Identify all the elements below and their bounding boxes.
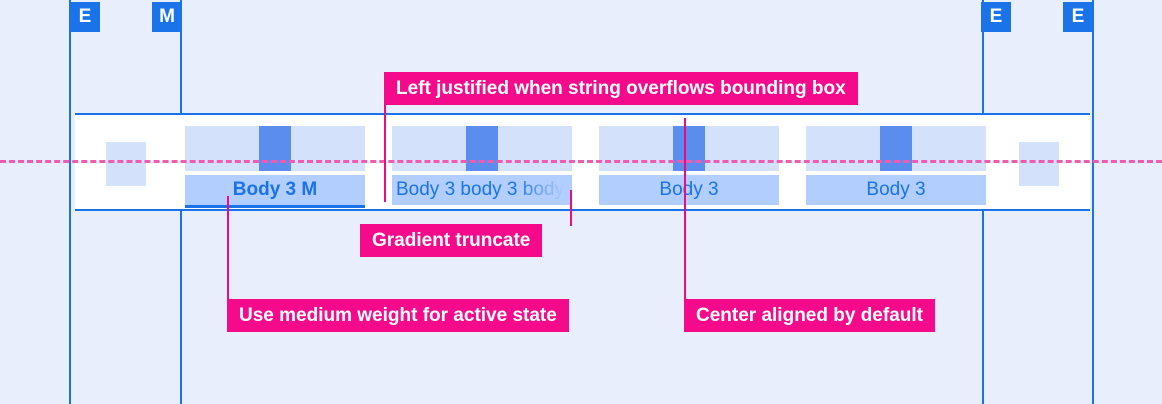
annotation-left-justified: Left justified when string overflows bou…	[384, 72, 858, 105]
annotation-gradient-truncate: Gradient truncate	[360, 224, 543, 257]
badge-margin-left: M	[152, 2, 182, 32]
badge-edge-right-outer: E	[1063, 2, 1093, 32]
tab-icon-placeholder-icon	[673, 126, 705, 171]
tab-item-1[interactable]: Body 3 M	[185, 126, 365, 208]
tab-label-area: Body 3 body 3 body 3	[392, 175, 572, 205]
leader-left-justified	[384, 100, 386, 202]
leader-gradient-truncate	[570, 190, 572, 226]
tab-icon-placeholder-icon	[880, 126, 912, 171]
tab-icon-placeholder-icon	[259, 126, 291, 171]
tab-label: Body 3 body 3 body 3	[396, 179, 572, 200]
tab-item-4[interactable]: Body 3	[806, 126, 986, 205]
tab-label-area: Body 3	[806, 175, 986, 205]
tab-list: Body 3 M Body 3 body 3 body 3 Body 3	[185, 126, 986, 208]
tab-icon-area	[599, 126, 779, 171]
tab-label: Body 3	[866, 179, 926, 200]
tab-icon-area	[185, 126, 365, 171]
right-spacer-square	[1019, 142, 1059, 186]
vertical-center-guide	[0, 160, 1162, 163]
annotation-center-aligned: Center aligned by default	[684, 299, 935, 332]
tab-item-3[interactable]: Body 3	[599, 126, 779, 205]
vertical-guide-4	[1092, 0, 1094, 404]
tab-icon-placeholder-icon	[466, 126, 498, 171]
leader-center-aligned	[684, 118, 686, 299]
leader-medium-weight	[227, 196, 229, 299]
badge-edge-left: E	[70, 2, 100, 32]
left-spacer-square	[106, 142, 146, 186]
tab-label-area: Body 3 M	[185, 175, 365, 205]
annotation-medium-weight: Use medium weight for active state	[227, 299, 569, 332]
tab-label: Body 3 M	[232, 179, 318, 200]
vertical-guide-1	[69, 0, 71, 404]
tab-label: Body 3	[659, 179, 719, 200]
tab-icon-area	[392, 126, 572, 171]
tab-item-2[interactable]: Body 3 body 3 body 3	[392, 126, 572, 205]
tab-label-area: Body 3	[599, 175, 779, 205]
tab-icon-area	[806, 126, 986, 171]
badge-edge-right-inner: E	[981, 2, 1011, 32]
